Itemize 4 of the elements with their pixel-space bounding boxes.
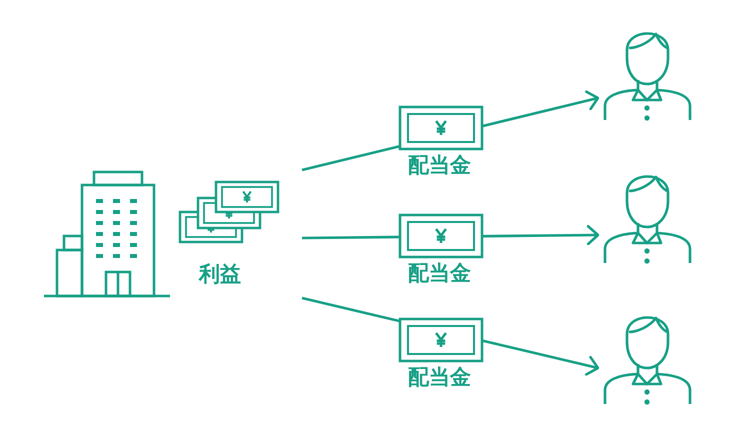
edge-label: 配当金 xyxy=(408,367,471,388)
profit-label: 利益 xyxy=(199,264,241,285)
edge-label: 配当金 xyxy=(408,155,471,176)
edge-label: 配当金 xyxy=(408,263,471,284)
